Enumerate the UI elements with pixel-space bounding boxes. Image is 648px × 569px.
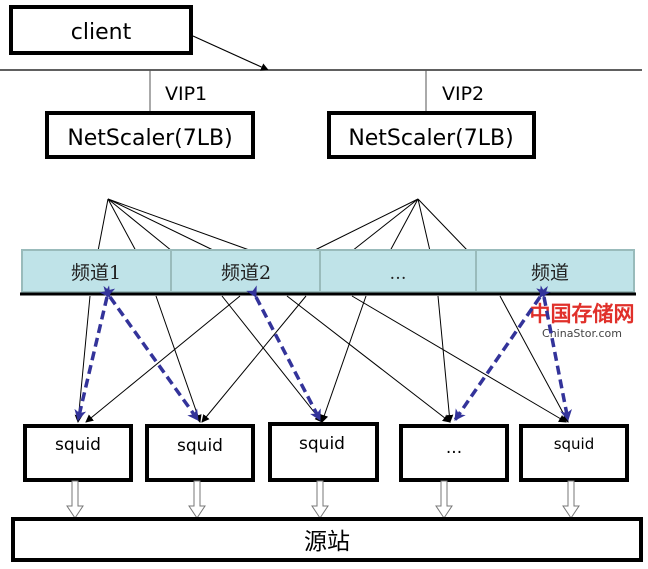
dashed-routing-arrows — [74, 285, 572, 422]
netscaler-2-label: NetScaler(7LB) — [348, 126, 513, 151]
cache-to-origin-arrows — [66, 480, 580, 519]
origin-label: 源站 — [304, 529, 350, 555]
cache-label: squid — [177, 436, 223, 456]
channel-2: 频道2 — [221, 262, 271, 284]
netscaler-1-label: NetScaler(7LB) — [67, 126, 232, 151]
cache-label: ... — [446, 438, 462, 458]
cache-box — [23, 424, 133, 482]
channel-more: … — [390, 264, 407, 284]
channel-n: 频道 — [531, 262, 569, 284]
netscaler-1-box — [45, 111, 255, 159]
origin-box — [11, 517, 643, 562]
vip1-label: VIP1 — [165, 83, 207, 105]
netscaler-2-box — [327, 111, 536, 159]
vip2-label: VIP2 — [442, 83, 484, 105]
cache-box — [145, 424, 255, 482]
cache-label: squid — [55, 435, 101, 455]
channel-to-cache-links — [74, 295, 569, 423]
client-box — [9, 5, 193, 55]
client-arrow — [192, 35, 269, 71]
cache-box — [399, 424, 509, 482]
cache-label: squid — [299, 434, 345, 454]
cache-label: squid — [554, 435, 595, 453]
channel-1: 频道1 — [71, 262, 121, 284]
client-label: client — [71, 20, 132, 45]
watermark-url: ChinaStor.com — [542, 327, 622, 340]
cache-box — [519, 424, 629, 482]
cache-box — [268, 422, 379, 482]
cache-row: squid squid squid ... squid — [23, 422, 629, 482]
channel-bar — [21, 249, 635, 293]
lb-to-channel-links — [97, 198, 469, 252]
